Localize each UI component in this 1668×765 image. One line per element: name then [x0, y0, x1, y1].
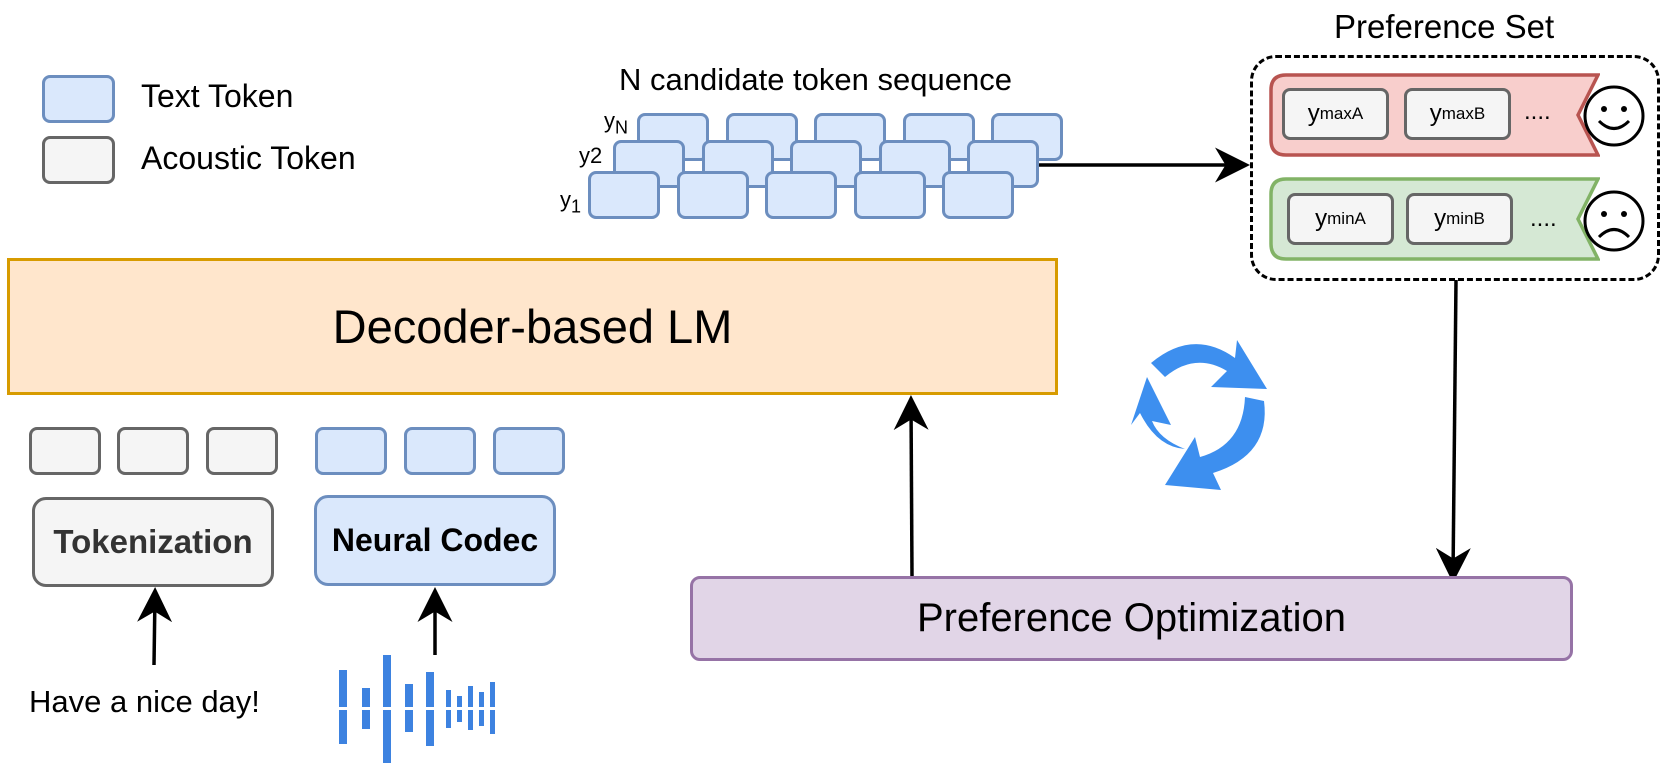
text-token — [315, 427, 387, 475]
candidate-row-y1-token — [853, 171, 926, 219]
acoustic-token — [29, 427, 101, 475]
legend-text-token-label: Text Token — [141, 78, 294, 114]
cycle-arrows-icon — [1131, 340, 1267, 490]
acoustic-token — [117, 427, 189, 475]
text-token — [493, 427, 565, 475]
preference-optimization-block: Preference Optimization — [690, 576, 1573, 661]
decoder-lm-label: Decoder-based LM — [332, 300, 733, 353]
text-token — [404, 427, 476, 475]
audio-waveform-icon — [337, 655, 495, 763]
arrow-text-to-tokenization — [137, 587, 173, 666]
rejected-ellipsis: .... — [1530, 205, 1557, 232]
legend-acoustic-token-swatch — [42, 136, 115, 184]
candidate-label-yN: yN — [604, 108, 628, 138]
preference-set-container — [1250, 55, 1660, 281]
candidate-label-y1: y1 — [560, 187, 582, 217]
preference-set-title: Preference Set — [1334, 8, 1555, 45]
candidate-row-y1-token — [676, 171, 749, 219]
decoder-lm-block: Decoder-based LM — [7, 258, 1058, 395]
neural-codec-block: Neural Codec — [314, 495, 556, 586]
input-text: Have a nice day! — [29, 684, 260, 719]
neural-codec-label: Neural Codec — [331, 522, 539, 558]
legend-text-token-swatch — [42, 75, 115, 123]
candidate-row-y1-token — [588, 171, 660, 219]
tokenization-block: Tokenization — [32, 497, 274, 587]
candidate-row-y1-token — [942, 171, 1014, 219]
acoustic-token — [206, 427, 278, 475]
candidate-label-y2: y2 — [579, 143, 603, 168]
tokenization-label: Tokenization — [53, 523, 253, 560]
arrow-preference-set-to-optimization — [1435, 279, 1471, 583]
candidate-row-y1-token — [765, 171, 837, 219]
legend-acoustic-token-label: Acoustic Token — [141, 140, 356, 176]
candidates-title: N candidate token sequence — [619, 62, 1012, 97]
arrow-optimization-to-decoder — [893, 395, 929, 577]
chosen-ellipsis: .... — [1524, 98, 1551, 125]
happy-face-icon — [1583, 85, 1645, 147]
sad-face-icon — [1583, 190, 1645, 252]
preference-optimization-label: Preference Optimization — [916, 596, 1347, 640]
